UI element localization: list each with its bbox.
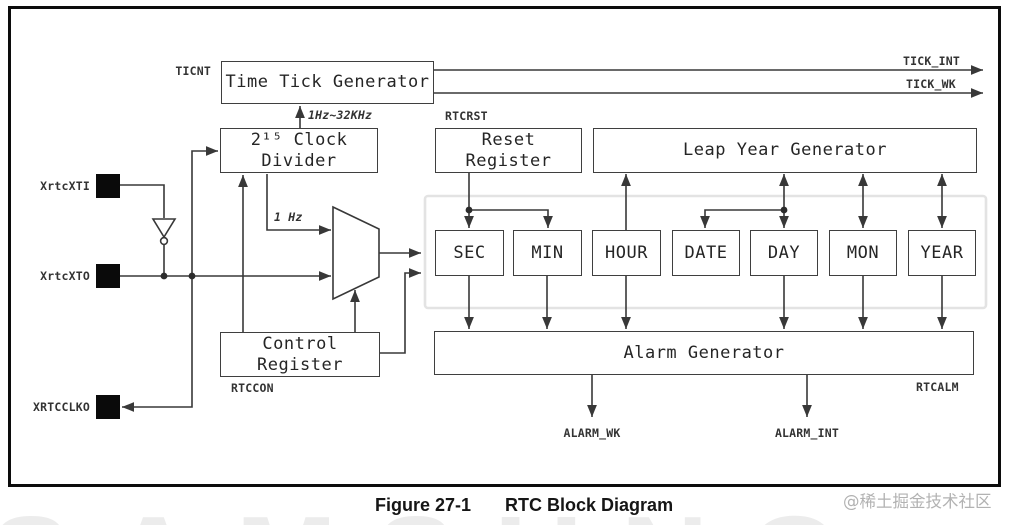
label-alarm-int: ALARM_INT	[774, 426, 840, 440]
register-sec: SEC	[435, 230, 504, 276]
block-leap-year-generator: Leap Year Generator	[593, 128, 977, 173]
label-1hz: 1 Hz	[274, 210, 303, 224]
label-freq-range: 1Hz~32KHz	[308, 108, 373, 122]
pad-xrtcxto	[96, 264, 120, 288]
block-clock-divider: 2¹⁵ Clock Divider	[220, 128, 378, 173]
block-control-register: Control Register	[220, 332, 380, 377]
ghost-watermark: SAMSUNG	[0, 498, 880, 525]
register-min: MIN	[513, 230, 582, 276]
register-hour: HOUR	[592, 230, 661, 276]
inverter-bubble-icon	[159, 236, 169, 246]
register-mon: MON	[829, 230, 897, 276]
wire-ctrl-to-registers	[380, 268, 422, 354]
register-bank-panel	[423, 194, 988, 310]
label-ticnt: TICNT	[175, 64, 211, 78]
register-day: DAY	[750, 230, 818, 276]
junction-dots	[160, 206, 788, 280]
register-year: YEAR	[908, 230, 976, 276]
label-tick-wk: TICK_WK	[906, 77, 956, 91]
pad-xrtcxti	[96, 174, 120, 198]
label-pin-xrtcxto: XrtcXTO	[40, 269, 90, 283]
label-rtcalm: RTCALM	[916, 380, 959, 394]
community-watermark: @稀土掘金技术社区	[843, 492, 992, 511]
wire-reset-to-min	[469, 209, 553, 229]
label-alarm-wk: ALARM_WK	[563, 426, 621, 440]
label-pin-xrtcclko: XRTCCLKO	[33, 400, 90, 414]
label-pin-xrtcxti: XrtcXTI	[40, 179, 90, 193]
wire-osc-to-divider	[191, 146, 219, 276]
register-date: DATE	[672, 230, 740, 276]
block-alarm-generator: Alarm Generator	[434, 331, 974, 375]
clock-mux	[332, 205, 380, 301]
label-rtccon: RTCCON	[231, 381, 274, 395]
block-reset-register: Reset Register	[435, 128, 582, 173]
label-rtcrst: RTCRST	[445, 109, 488, 123]
wire-leap-to-date	[700, 209, 784, 229]
inverter-icon	[151, 218, 177, 239]
wire-xti-to-inverter	[119, 184, 165, 218]
pad-xrtcclko	[96, 395, 120, 419]
wire-1hz-to-mux	[266, 174, 332, 235]
label-tick-int: TICK_INT	[903, 54, 960, 68]
figure-title: RTC Block Diagram	[505, 495, 674, 515]
figure-number: Figure 27-1	[375, 495, 472, 515]
figure-caption: Figure 27-1 RTC Block Diagram	[375, 495, 673, 516]
block-time-tick-generator: Time Tick Generator	[221, 61, 434, 104]
wire-to-xrtcclko	[121, 276, 193, 412]
